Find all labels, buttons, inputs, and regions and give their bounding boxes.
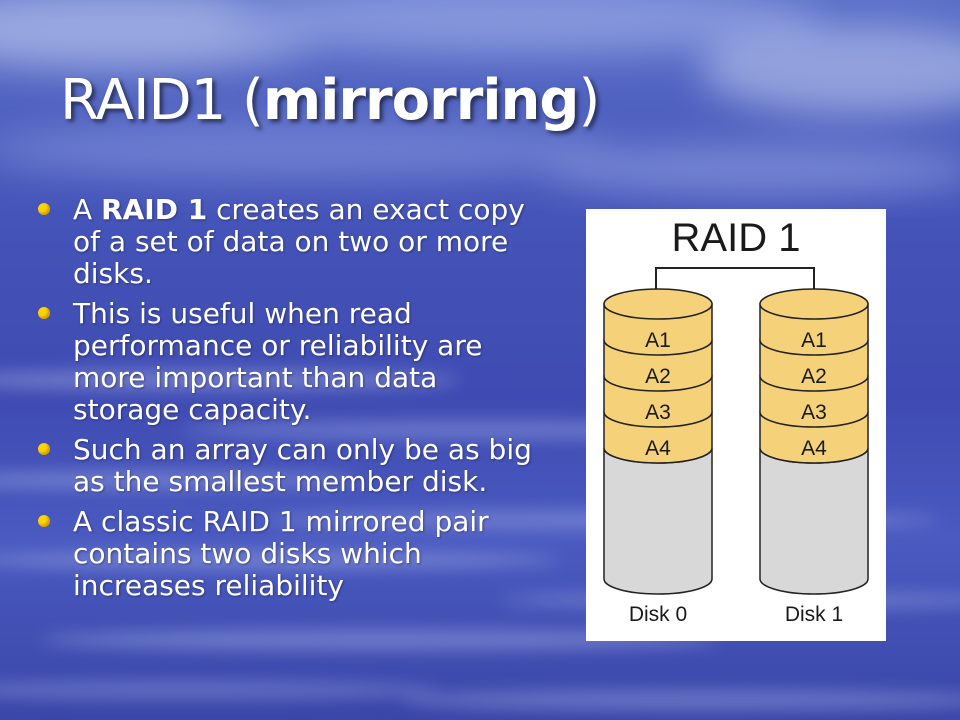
- disk-block-label: A1: [801, 329, 827, 352]
- bullet-text: This is useful when read performance or …: [73, 297, 483, 426]
- disk-label: Disk 1: [785, 603, 843, 626]
- bullet-icon: [38, 307, 50, 319]
- disk-block-label: A3: [645, 401, 671, 424]
- disk-empty-space: [603, 447, 713, 595]
- bullet-icon: [38, 443, 50, 455]
- disk-empty-space: [759, 447, 869, 595]
- title-bold: mirrorring: [262, 68, 580, 133]
- disk-block-label: A3: [801, 401, 827, 424]
- bullet-text: Such an array can only be as big as the …: [73, 433, 532, 498]
- bullet-icon: [38, 203, 50, 215]
- bullet-text: creates an exact copy of a set of data o…: [73, 193, 525, 290]
- disk-label: Disk 0: [629, 603, 687, 626]
- title-close: ): [578, 68, 601, 133]
- bullet-item: A RAID 1 creates an exact copy of a set …: [34, 194, 534, 290]
- disk-block-label: A4: [801, 437, 827, 460]
- diagram-title: RAID 1: [672, 216, 801, 260]
- bullet-list: A RAID 1 creates an exact copy of a set …: [34, 194, 534, 610]
- bullet-item: Such an array can only be as big as the …: [34, 434, 534, 498]
- disk-top-cap: [759, 288, 869, 320]
- disk-block-label: A1: [645, 329, 671, 352]
- bullet-item: This is useful when read performance or …: [34, 298, 534, 426]
- title-plain: RAID1 (: [60, 68, 264, 133]
- disk-block-label: A2: [801, 365, 827, 388]
- mirror-connector: [655, 267, 815, 304]
- bullet-icon: [38, 515, 50, 527]
- bullet-text: A classic RAID 1 mirrored pair contains …: [73, 505, 489, 602]
- disk-top-cap: [603, 288, 713, 320]
- bullet-text: A: [73, 193, 102, 226]
- bullet-bold-text: RAID 1: [101, 193, 208, 226]
- bullet-item: A classic RAID 1 mirrored pair contains …: [34, 506, 534, 602]
- slide-title: RAID1 (mirrorring): [60, 68, 601, 133]
- disk-block-label: A4: [645, 437, 671, 460]
- disk-block-label: A2: [645, 365, 671, 388]
